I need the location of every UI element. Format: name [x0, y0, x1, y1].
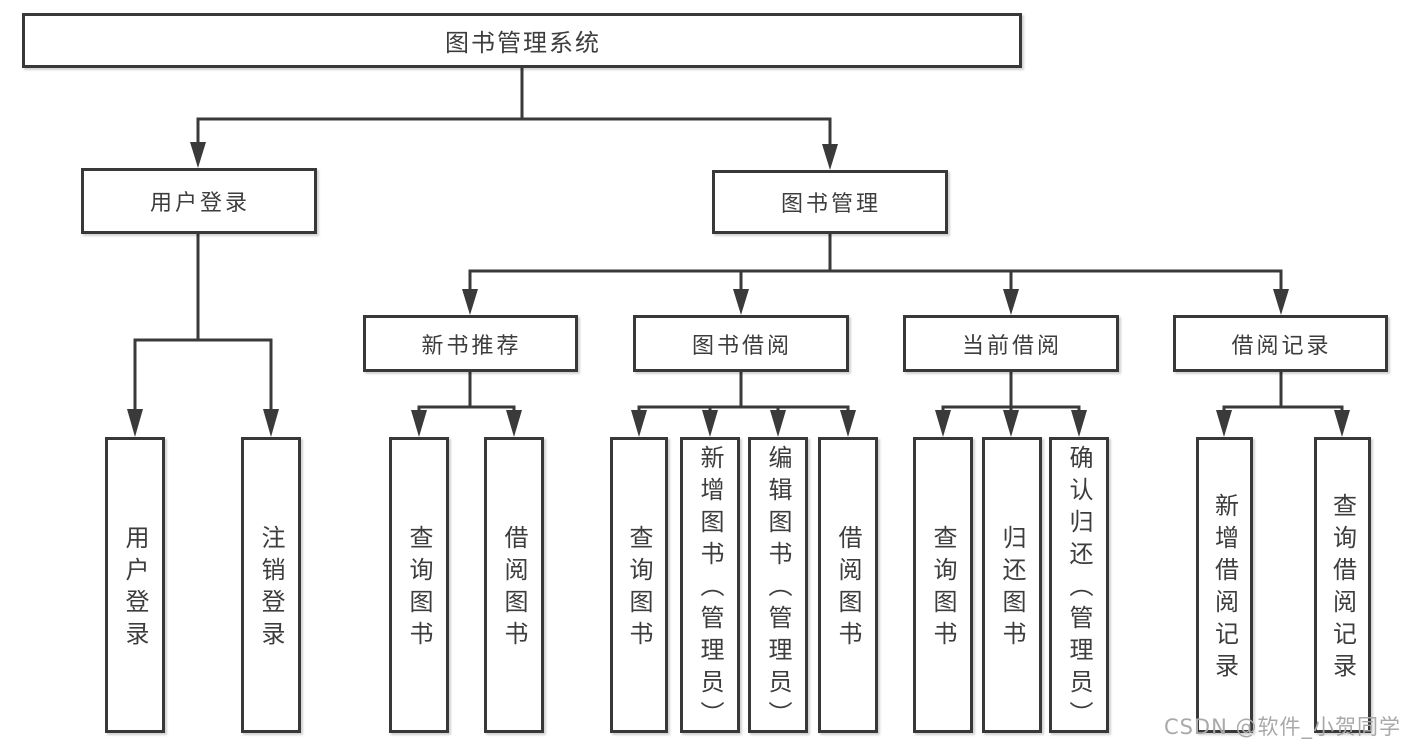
connector-borrow-records-children	[1216, 370, 1350, 437]
node-label: 借阅图书	[834, 525, 862, 653]
connector-root-to-level2	[190, 66, 838, 170]
connector-current-borrow-children	[935, 370, 1087, 437]
node-leaf-user-login: 用户登录	[105, 437, 165, 733]
node-label: 用户登录	[121, 525, 149, 653]
node-leaf-cb-query-books: 查询图书	[913, 437, 973, 733]
node-leaf-cb-return-books: 归还图书	[982, 437, 1042, 733]
node-leaf-bb-add-books-admin: 新增图书（管理员）	[680, 437, 740, 733]
node-book-borrow: 图书借阅	[633, 315, 849, 372]
node-label: 图书借阅	[691, 333, 792, 359]
connector-book-borrow-children	[631, 370, 856, 437]
node-label: 查询图书	[405, 525, 433, 653]
node-book-management: 图书管理	[712, 170, 948, 234]
node-leaf-cb-confirm-return-admin: 确认归还（管理员）	[1049, 437, 1109, 733]
node-leaf-br-query-record: 查询借阅记录	[1314, 437, 1371, 733]
node-user-login: 用户登录	[81, 168, 317, 234]
connector-book-management-to-level3	[462, 232, 1289, 315]
node-leaf-bb-borrow-books: 借阅图书	[818, 437, 878, 733]
node-label: 新增借阅记录	[1210, 493, 1239, 685]
node-leaf-bb-query-books: 查询图书	[610, 437, 668, 733]
node-label: 查询图书	[625, 525, 653, 653]
node-label: 用户登录	[149, 191, 250, 216]
connector-new-book-children	[411, 370, 522, 437]
node-new-book-recommend: 新书推荐	[363, 315, 578, 372]
node-current-borrow: 当前借阅	[903, 315, 1119, 372]
node-label: 图书管理	[780, 192, 881, 217]
node-leaf-nb-query-books: 查询图书	[389, 437, 449, 733]
node-label: 编辑图书（管理员）	[764, 445, 792, 733]
node-leaf-bb-edit-books-admin: 编辑图书（管理员）	[748, 437, 808, 733]
node-leaf-br-add-record: 新增借阅记录	[1196, 437, 1253, 733]
node-label: 新增图书（管理员）	[696, 445, 724, 733]
node-label: 归还图书	[998, 525, 1026, 653]
node-leaf-nb-borrow-books: 借阅图书	[484, 437, 544, 733]
node-label: 确认归还（管理员）	[1065, 445, 1093, 733]
node-label: 查询图书	[929, 525, 957, 653]
node-root-system: 图书管理系统	[22, 13, 1022, 68]
node-label: 新书推荐	[421, 333, 522, 359]
node-label: 当前借阅	[961, 333, 1062, 359]
node-leaf-logout: 注销登录	[241, 437, 301, 733]
node-borrow-records: 借阅记录	[1173, 315, 1388, 372]
node-label: 图书管理系统	[445, 29, 601, 57]
connector-user-login-children	[127, 232, 279, 437]
node-label: 查询借阅记录	[1328, 493, 1357, 685]
csdn-watermark: CSDN @软件_小贺同学	[1163, 715, 1401, 739]
node-label: 借阅图书	[500, 525, 528, 653]
node-label: 借阅记录	[1231, 333, 1332, 359]
node-label: 注销登录	[257, 525, 285, 653]
